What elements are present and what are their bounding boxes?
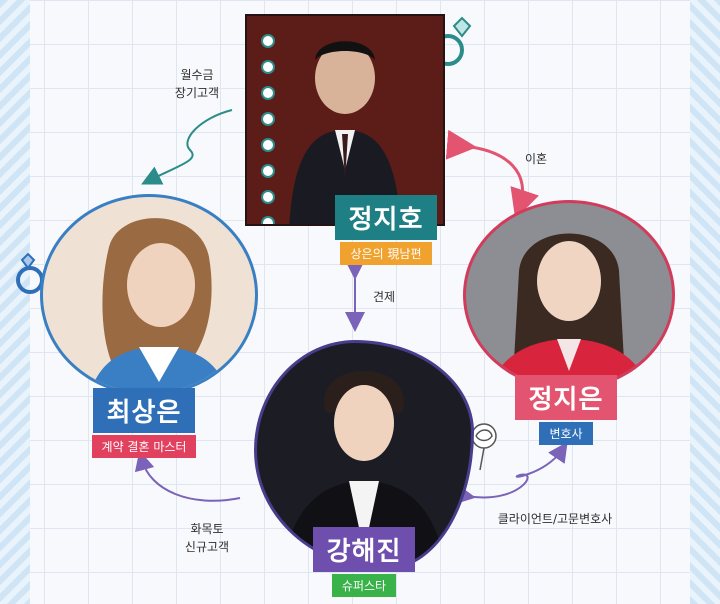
character-name: 최상은 [92,388,196,433]
jieun-photo [463,200,675,390]
sangeun-label: 최상은 계약 결혼 마스터 [76,388,212,458]
relation-note-haejin-jieun: 클라이언트/고문변호사 [497,512,613,526]
character-role: 슈퍼스타 [331,574,397,597]
arrow-jiho-to-sangeun [141,109,233,185]
character-name: 강해진 [312,527,416,572]
arrow-haejin-jieun [454,441,568,505]
jieun-label: 정지은 변호사 [500,375,632,445]
relation-note-jiho-haejin: 견제 [372,290,396,304]
ring-icon [16,252,44,294]
relation-note-haejin-sangeun: 화목토 신규고객 [184,522,230,554]
haejin-label: 강해진 슈퍼스타 [296,527,432,597]
person-silhouette [90,218,228,393]
character-role: 계약 결혼 마스터 [91,435,197,458]
left-border-decoration [0,0,30,604]
jiho-label: 정지호 상은의 現남편 [318,195,454,265]
arrow-jiho-jieun [445,129,539,220]
character-role: 변호사 [539,422,593,445]
right-border-decoration [690,0,720,604]
notebook-spiral [261,34,275,224]
sangeun-photo [40,194,258,396]
character-name: 정지은 [514,375,618,420]
person-silhouette [490,233,648,387]
arrow-haejin-to-sangeun [134,450,241,502]
jiho-photo [245,14,445,226]
relation-note-jiho-sangeun: 월수금 장기고객 [174,68,220,100]
character-name: 정지호 [334,195,438,240]
relation-note-jiho-jieun: 이혼 [524,152,548,166]
rose-icon [471,423,497,471]
character-role: 상은의 現남편 [340,242,432,265]
